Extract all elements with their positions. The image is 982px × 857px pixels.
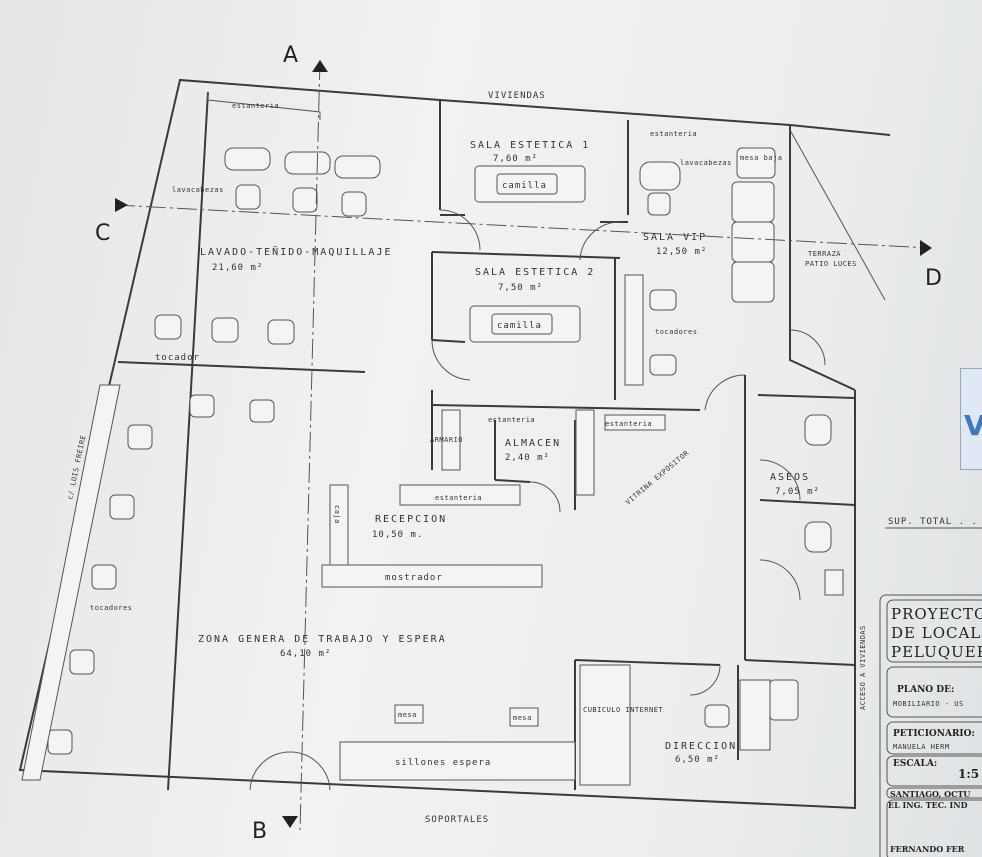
- section-mark-d: D: [925, 266, 942, 291]
- place-date: SANTIAGO, OCTU: [890, 789, 970, 799]
- furniture-label: mesa: [513, 714, 532, 722]
- peticionario-value: MANUELA HERM: [893, 743, 950, 751]
- furniture-label: mesa baja: [740, 154, 782, 162]
- plano-value: MOBILIARIO - US: [893, 700, 964, 708]
- furniture-label: sillones espera: [395, 758, 491, 768]
- peticionario-label: PETICIONARIO:: [893, 729, 975, 739]
- room-name: ZONA GENERA DE TRABAJO Y ESPERA: [198, 634, 447, 645]
- project-title-line: PELUQUERIA: [891, 643, 982, 661]
- furniture-label: lavacabezas: [680, 159, 732, 167]
- logo: V: [960, 368, 982, 470]
- room-area: 64,10 m²: [280, 649, 331, 659]
- edge-label-top: VIVIENDAS: [488, 91, 546, 101]
- escala-value: 1:5: [958, 767, 979, 781]
- furniture-label: estanteria: [435, 494, 482, 502]
- room-area: 6,50 m²: [675, 755, 720, 765]
- project-title-line: PROYECTO: [891, 605, 982, 623]
- room-name: SALA ESTETICA 1: [470, 140, 590, 151]
- room-area: 7,50 m²: [498, 283, 543, 293]
- section-lines: [114, 59, 932, 831]
- room-area: 10,50 m.: [372, 530, 423, 540]
- room-name: RECEPCION: [375, 514, 447, 525]
- furniture-label: estanteria: [650, 130, 697, 138]
- room-area: 21,60 m²: [212, 263, 263, 273]
- room-name: SALA VIP: [643, 232, 707, 243]
- total-area-label: SUP. TOTAL . .: [888, 517, 978, 527]
- furniture-label: mostrador: [385, 573, 443, 583]
- room-name: TERRAZA: [808, 250, 841, 258]
- furniture-label: CUBICULO INTERNET: [583, 706, 663, 714]
- edge-label-bottom: SOPORTALES: [425, 815, 489, 825]
- room-area: PATIO LUCES: [805, 260, 857, 268]
- escala-label: ESCALA:: [893, 759, 937, 769]
- room-name: SALA ESTETICA 2: [475, 267, 595, 278]
- doors: [249, 209, 826, 791]
- furniture-label: caja: [333, 505, 341, 524]
- room-name: LAVADO-TEÑIDO-MAQUILLAJE: [200, 245, 393, 258]
- section-mark-c: C: [95, 221, 110, 246]
- furniture-label: VITRINA EXPOSITOR: [624, 449, 691, 507]
- room-area: 7,05 m²: [775, 487, 820, 497]
- furniture-label: tocador: [155, 353, 200, 363]
- title-block: [879, 594, 982, 857]
- room-area: 7,60 m²: [493, 154, 538, 164]
- interior-walls: [117, 100, 856, 790]
- edge-label-right: ACCESO A VIVIENDAS: [859, 625, 867, 710]
- room-name: DIRECCION: [665, 741, 737, 752]
- room-area: 12,50 m²: [656, 247, 707, 257]
- engineer-label: EL ING. TEC. IND: [888, 800, 968, 810]
- furniture-label: estanteria: [488, 416, 535, 424]
- furniture-label: lavacabezas: [172, 186, 224, 194]
- furniture-label: ARMARIO: [430, 436, 463, 444]
- furniture-label: estanteria: [232, 102, 279, 110]
- furniture: [21, 92, 844, 786]
- furniture-label: estanteria: [605, 420, 652, 428]
- furniture-label: camilla: [497, 321, 542, 331]
- room-name: ALMACEN: [505, 438, 561, 449]
- project-title-line: DE LOCAL: [891, 624, 981, 642]
- section-mark-b: B: [252, 819, 267, 844]
- furniture-label: camilla: [502, 181, 547, 191]
- engineer-name: FERNANDO FER: [890, 844, 965, 854]
- furniture-label: mesa: [398, 711, 417, 719]
- room-name: ASEOS: [770, 472, 810, 483]
- furniture-label: tocadores: [90, 604, 132, 612]
- plano-label: PLANO DE:: [897, 685, 954, 695]
- room-area: 2,40 m²: [505, 453, 550, 463]
- furniture-label: tocadores: [655, 328, 697, 336]
- section-mark-a: A: [283, 43, 298, 68]
